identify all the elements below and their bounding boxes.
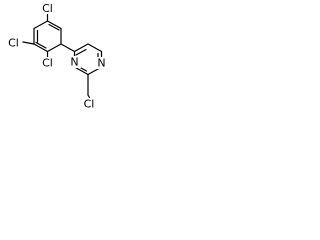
chemical-structure: Cl Cl Cl N N Cl — [5, 2, 108, 111]
atom-labels: Cl Cl Cl N N Cl — [5, 2, 108, 111]
chlorine-atom-label: Cl — [42, 2, 53, 15]
bond — [22, 41, 35, 45]
substituent-bonds — [22, 11, 93, 103]
bond — [35, 41, 47, 49]
benzene-ring — [33, 20, 62, 53]
chlorine-atom-label: Cl — [84, 98, 95, 111]
pyrimidine-ring — [73, 43, 103, 96]
bond — [48, 23, 60, 31]
bond — [60, 43, 76, 53]
bond — [87, 43, 103, 53]
chlorine-atom-label: Cl — [8, 37, 19, 50]
bond — [73, 66, 89, 76]
chlorine-atom-label: Cl — [42, 57, 53, 70]
bond — [33, 20, 49, 30]
bond — [73, 43, 89, 53]
bond — [75, 48, 87, 56]
bond — [46, 43, 62, 53]
bond — [33, 43, 49, 53]
nitrogen-atom-label: N — [97, 57, 105, 70]
bond — [46, 20, 62, 30]
nitrogen-atom-label: N — [70, 56, 78, 69]
